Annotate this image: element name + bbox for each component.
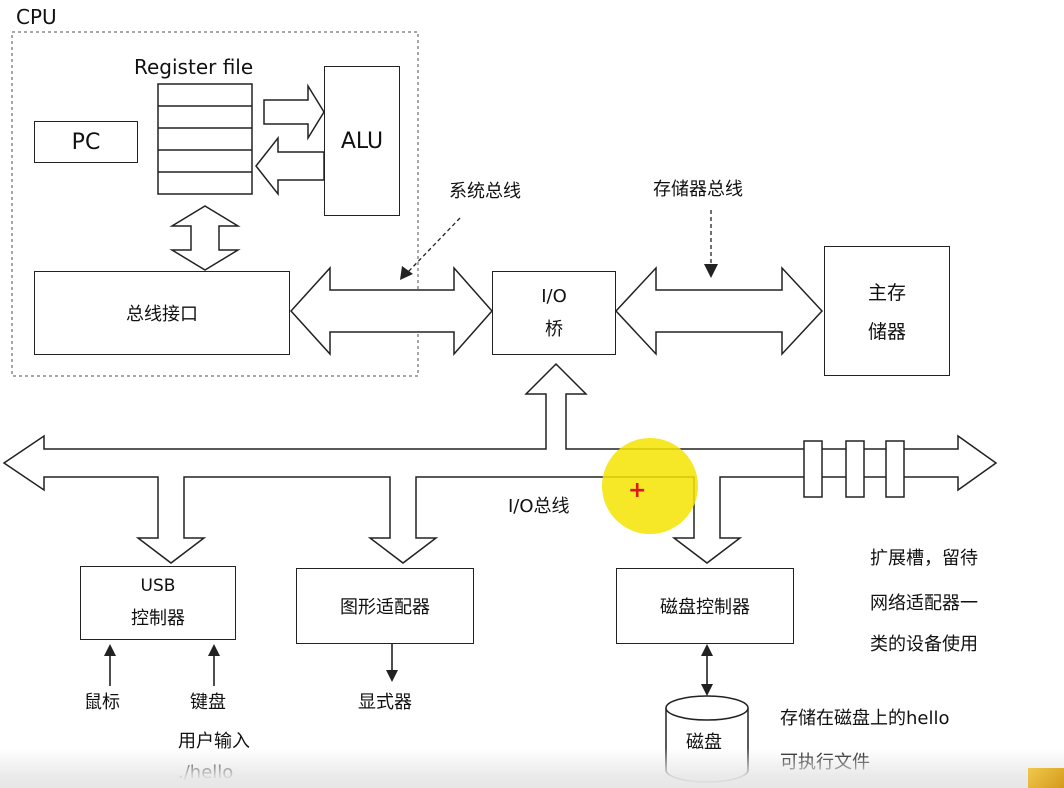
disk-label: 磁盘 (686, 732, 722, 753)
alu-label: ALU (340, 128, 384, 154)
regfile-businterface-arrow (169, 205, 241, 271)
main-memory-box: 主存 储器 (824, 246, 950, 376)
expansion-slots (803, 440, 905, 498)
memory-bus-arrow (614, 266, 824, 356)
graphics-adapter-box: 图形适配器 (296, 568, 474, 644)
user-input-line1: 用户输入 (178, 731, 250, 752)
io-bridge-box: I/O 桥 (492, 271, 616, 355)
cursor-highlight (602, 438, 698, 534)
memory-bus-label: 存储器总线 (653, 179, 743, 200)
usb-controller-label-line1: USB (140, 576, 176, 596)
graphics-adapter-label: 图形适配器 (340, 597, 430, 618)
corner-decoration (1028, 768, 1064, 788)
cpu-label: CPU (16, 5, 57, 29)
alu-to-regfile-arrow (255, 135, 325, 197)
register-file (157, 83, 253, 195)
disk-controller-label: 磁盘控制器 (660, 597, 750, 618)
io-bus-label: I/O总线 (508, 496, 570, 517)
pc-box: PC (34, 121, 138, 163)
io-bus-arrow (2, 362, 998, 564)
usb-controller-label-line2: 控制器 (131, 608, 185, 629)
disk-note-line2: 可执行文件 (780, 752, 870, 773)
main-memory-label-line1: 主存 (867, 282, 906, 304)
system-bus-label: 系统总线 (449, 181, 521, 202)
keyboard-label: 键盘 (190, 692, 226, 713)
cursor-crosshair-icon: + (628, 478, 647, 503)
bus-interface-box: 总线接口 (34, 271, 290, 355)
main-memory-label-line2: 储器 (867, 321, 906, 343)
expansion-note-line3: 类的设备使用 (870, 634, 978, 655)
usb-controller-box: USB 控制器 (80, 566, 236, 640)
io-bridge-label-line1: I/O (541, 285, 567, 307)
regfile-to-alu-arrow (263, 83, 325, 141)
io-bridge-label-line2: 桥 (545, 318, 563, 340)
pc-label: PC (71, 129, 101, 155)
system-bus-arrow (289, 266, 494, 356)
alu-box: ALU (324, 66, 400, 216)
register-file-label: Register file (134, 55, 254, 79)
expansion-note-line2: 网络适配器一 (870, 593, 978, 614)
disk-controller-box: 磁盘控制器 (616, 568, 794, 644)
cpu-boundary (11, 31, 419, 377)
mouse-label: 鼠标 (84, 692, 120, 713)
disk-note-line1: 存储在磁盘上的hello (780, 708, 950, 729)
bus-interface-label: 总线接口 (126, 304, 198, 325)
system-bus-pointer (407, 217, 461, 273)
expansion-note-line1: 扩展槽，留待 (870, 548, 978, 569)
display-label: 显式器 (358, 692, 412, 713)
user-input-line2: ./hello (178, 762, 234, 783)
